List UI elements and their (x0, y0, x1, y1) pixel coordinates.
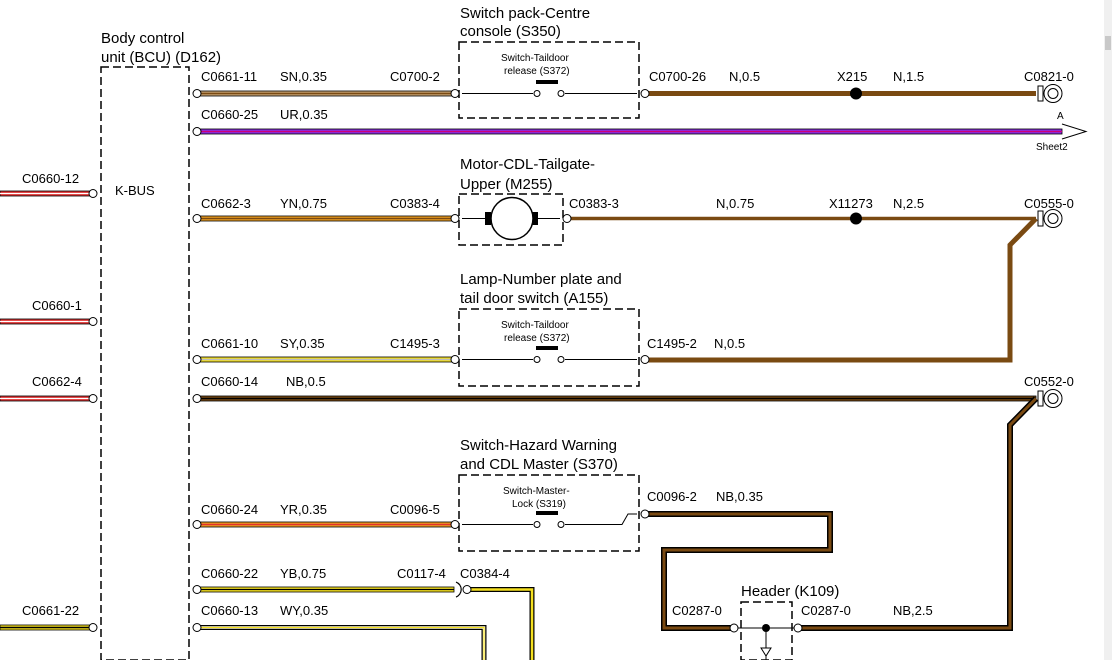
bcu-title-line2: unit (BCU) (D162) (101, 49, 221, 66)
label-x11273-spec: N,2.5 (893, 196, 924, 211)
wire-c0660-25 (199, 128, 1063, 135)
k109-title: Header (K109) (741, 583, 839, 600)
wire-c0555-route (648, 216, 1038, 363)
label-c0660-12: C0660-12 (22, 171, 79, 186)
s350-switch-actuator (536, 80, 558, 84)
wire-c0384-4-route (468, 587, 535, 660)
label-x11273: X11273 (829, 196, 873, 211)
label-w2-ref: A (1057, 111, 1064, 122)
label-c0821: C0821-0 (1024, 69, 1074, 84)
scrollbar-track[interactable] (1104, 0, 1112, 660)
label-w3-pin: C0662-3 (201, 196, 251, 211)
label-w1-spec: SN,0.35 (280, 69, 327, 84)
s370-box (458, 474, 640, 552)
label-w7-spec: YB,0.75 (280, 566, 326, 581)
label-w7-pin: C0660-22 (201, 566, 258, 581)
label-w4-out: C1495-2 (647, 336, 697, 351)
label-w7-mid2: C0384-4 (460, 566, 510, 581)
label-w4-outspec: N,0.5 (714, 336, 745, 351)
label-x215: X215 (837, 69, 867, 84)
label-w5-pin: C0660-14 (201, 374, 258, 389)
label-w4-pin: C0661-10 (201, 336, 258, 351)
label-w6-out: C0096-2 (647, 489, 697, 504)
label-w2-spec: UR,0.35 (280, 107, 328, 122)
label-w8-pin: C0660-13 (201, 603, 258, 618)
wire-c0661-11 (199, 90, 455, 97)
motor-icon (490, 196, 534, 241)
a155-box (458, 308, 640, 387)
ground-terminal-c0552 (1037, 389, 1063, 408)
label-c0552: C0552-0 (1024, 374, 1074, 389)
s350-inner-line1: Switch-Taildoor (501, 53, 569, 64)
label-k109-spec: NB,2.5 (893, 603, 933, 618)
label-w1-outspec: N,0.5 (729, 69, 760, 84)
s370-inner-line2: Lock (S319) (512, 499, 566, 510)
a155-inner-line1: Switch-Taildoor (501, 320, 569, 331)
label-w6-mid: C0096-5 (390, 502, 440, 517)
label-c0661-22: C0661-22 (22, 603, 79, 618)
label-k109-right: C0287-0 (801, 603, 851, 618)
label-w4-spec: SY,0.35 (280, 336, 325, 351)
ground-terminal-c0555 (1037, 209, 1063, 228)
left-stub-c0660-12 (0, 190, 94, 197)
a155-inner-line2: release (S372) (504, 333, 570, 344)
s370-title-line2: and CDL Master (S370) (460, 456, 618, 473)
s370-title-line1: Switch-Hazard Warning (460, 437, 617, 454)
bcu-title-line1: Body control (101, 30, 184, 47)
s350-title-line1: Switch pack-Centre (460, 5, 590, 22)
label-w8-spec: WY,0.35 (280, 603, 328, 618)
scrollbar-thumb[interactable] (1105, 36, 1111, 50)
label-w3-out: C0383-3 (569, 196, 619, 211)
k109-box (740, 601, 793, 660)
label-w6-pin: C0660-24 (201, 502, 258, 517)
label-c0660-1: C0660-1 (32, 298, 82, 313)
wire-c0660-13 (200, 625, 487, 660)
wire-c0660-24 (199, 521, 455, 528)
label-w3-mid: C0383-4 (390, 196, 440, 211)
label-w1-mid: C0700-2 (390, 69, 440, 84)
label-w6-spec: YR,0.35 (280, 502, 327, 517)
label-w2-sheet: Sheet2 (1036, 142, 1068, 153)
label-w1-out: C0700-26 (649, 69, 706, 84)
label-w4-mid: C1495-3 (390, 336, 440, 351)
wire-c0661-10 (199, 356, 455, 363)
label-x215-spec: N,1.5 (893, 69, 924, 84)
label-w7-mid1: C0117-4 (397, 566, 446, 581)
ground-terminal-c0821 (1037, 84, 1063, 103)
label-w2-pin: C0660-25 (201, 107, 258, 122)
label-w6-outspec: NB,0.35 (716, 489, 763, 504)
s370-inner-line1: Switch-Master- (503, 486, 570, 497)
kbus-label: K-BUS (115, 183, 155, 198)
s350-box (458, 41, 640, 119)
m255-title-line2: Upper (M255) (460, 176, 553, 193)
left-stub-c0660-1 (0, 318, 94, 325)
m255-box (458, 193, 564, 246)
label-c0662-4: C0662-4 (32, 374, 82, 389)
left-stub-c0661-22 (0, 624, 94, 631)
label-w3-outspec: N,0.75 (716, 196, 754, 211)
m255-title-line1: Motor-CDL-Tailgate- (460, 156, 595, 173)
a155-switch-actuator (536, 346, 558, 350)
s350-inner-line2: release (S372) (504, 66, 570, 77)
label-k109-left: C0287-0 (672, 603, 722, 618)
bcu-box (100, 66, 190, 660)
off-sheet-arrow-icon (1061, 123, 1088, 140)
s370-switch-actuator (536, 511, 558, 515)
wire-c0660-14 (199, 395, 1037, 402)
wire-c0662-3 (199, 215, 455, 222)
splice-x215 (850, 87, 862, 100)
a155-title-line1: Lamp-Number plate and (460, 271, 622, 288)
inline-connector-c0117-c0384 (455, 581, 472, 598)
label-w1-pin: C0661-11 (201, 69, 257, 84)
wire-c0660-22 (199, 586, 455, 593)
label-c0555: C0555-0 (1024, 196, 1074, 211)
label-w5-spec: NB,0.5 (286, 374, 326, 389)
terminals (88, 89, 803, 633)
left-stub-c0662-4 (0, 395, 94, 402)
s350-title-line2: console (S350) (460, 23, 561, 40)
splice-x11273 (850, 212, 862, 225)
label-w3-spec: YN,0.75 (280, 196, 327, 211)
a155-title-line2: tail door switch (A155) (460, 290, 608, 307)
